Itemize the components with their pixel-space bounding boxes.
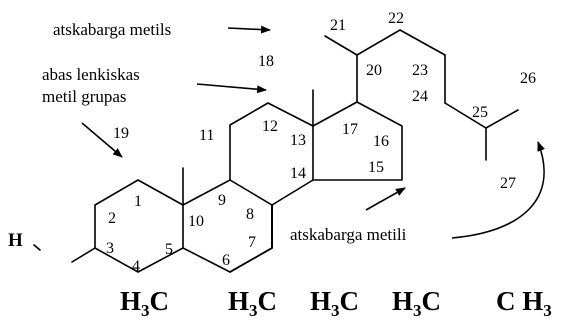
atom-number-18: 18 bbox=[258, 53, 274, 70]
annotation-top: atskabarga metils bbox=[53, 20, 171, 39]
atom-number-13: 13 bbox=[290, 132, 306, 149]
formula-label-3: H3C bbox=[310, 286, 359, 320]
atom-number-27: 27 bbox=[500, 175, 516, 192]
atom-number-17: 17 bbox=[342, 121, 358, 138]
annotation-angular-2: metil grupas bbox=[42, 87, 127, 106]
formula-label-5: C H3 bbox=[496, 286, 552, 320]
side-chain bbox=[324, 29, 519, 161]
atom-number-10: 10 bbox=[188, 213, 204, 230]
formula-label-4: H3C bbox=[392, 286, 441, 320]
atom-number-14: 14 bbox=[290, 165, 306, 182]
atom-number-26: 26 bbox=[520, 70, 536, 87]
atom-number-6: 6 bbox=[222, 252, 230, 269]
formula-label-1: H3C bbox=[120, 286, 169, 320]
atom-number-5: 5 bbox=[165, 241, 173, 258]
atom-number-8: 8 bbox=[246, 206, 254, 223]
ring-d bbox=[312, 89, 403, 181]
atom-number-24: 24 bbox=[412, 88, 428, 105]
atom-number-20: 20 bbox=[366, 62, 382, 79]
arrows bbox=[81, 25, 545, 239]
atom-number-15: 15 bbox=[368, 159, 384, 176]
atom-number-19: 19 bbox=[113, 125, 129, 142]
formula-labels: H3C H3C H3C H3C C H3 bbox=[120, 286, 552, 320]
ring-a bbox=[71, 179, 184, 273]
atom-number-23: 23 bbox=[412, 62, 428, 79]
atom-number-21: 21 bbox=[330, 17, 346, 34]
atom-number-11: 11 bbox=[199, 127, 214, 144]
atom-number-12: 12 bbox=[262, 118, 278, 135]
ring-c bbox=[229, 102, 314, 206]
atom-number-22: 22 bbox=[388, 10, 404, 27]
atom-number-9: 9 bbox=[218, 192, 226, 209]
formula-label-2: H3C bbox=[228, 286, 277, 320]
atom-number-16: 16 bbox=[373, 133, 389, 150]
atom-number-25: 25 bbox=[472, 104, 488, 121]
annotation-bottom: atskabarga metili bbox=[290, 225, 407, 244]
annotation-angular-1: abas lenkiskas bbox=[42, 65, 140, 84]
atom-number-4: 4 bbox=[132, 258, 140, 275]
atom-numbers: 1 2 3 4 5 6 7 8 9 10 11 12 13 14 15 16 1… bbox=[106, 10, 536, 275]
side-atom-h: H bbox=[8, 230, 23, 251]
ethyl-branch bbox=[229, 204, 273, 273]
h-tick bbox=[33, 244, 41, 251]
atom-number-1: 1 bbox=[134, 193, 142, 210]
atom-number-3: 3 bbox=[106, 240, 114, 257]
atom-number-7: 7 bbox=[248, 234, 256, 251]
atom-number-2: 2 bbox=[108, 210, 116, 227]
